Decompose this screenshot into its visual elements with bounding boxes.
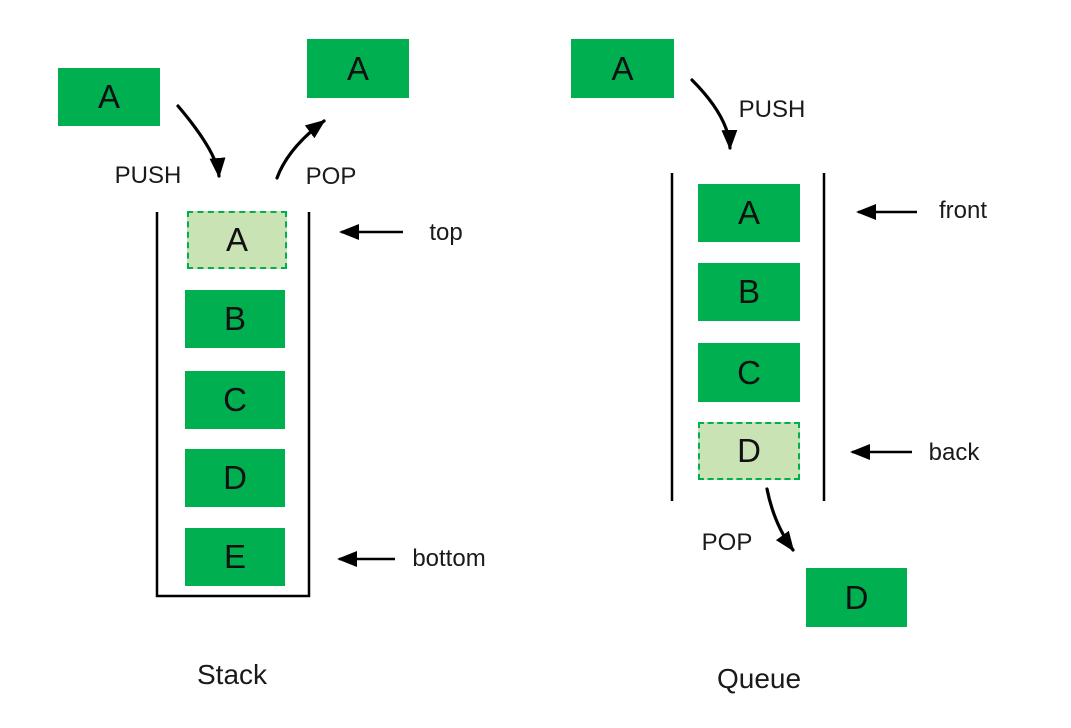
stack-item-box: B — [185, 290, 285, 348]
queue-push-label: PUSH — [738, 96, 806, 123]
stack-item-box-top: A — [187, 211, 287, 269]
queue-incoming-box: A — [571, 39, 674, 98]
queue-push-arrow — [690, 78, 738, 150]
queue-back-pointer-label: back — [928, 439, 980, 466]
stack-top-pointer-label: top — [429, 219, 463, 246]
queue-item-box: A — [698, 184, 800, 242]
stack-pop-arrow — [275, 119, 326, 180]
stack-item-box: D — [185, 449, 285, 507]
stack-item-box: C — [185, 371, 285, 429]
stack-pop-label: POP — [305, 163, 357, 190]
stack-bottom-pointer-label: bottom — [412, 545, 486, 572]
queue-pop-label: POP — [701, 529, 753, 556]
stack-push-label: PUSH — [114, 162, 182, 189]
queue-caption: Queue — [716, 663, 802, 694]
queue-popped-box: D — [806, 568, 907, 627]
stack-item-box: E — [185, 528, 285, 586]
stack-container-outline — [155, 212, 311, 598]
stack-popped-box: A — [307, 39, 409, 98]
stack-incoming-box: A — [58, 68, 160, 126]
queue-item-box-back: D — [698, 422, 800, 480]
queue-pop-arrow — [765, 487, 795, 552]
queue-item-box: C — [698, 343, 800, 402]
stack-push-arrow — [176, 104, 226, 178]
queue-front-pointer-label: front — [938, 197, 988, 224]
stack-caption: Stack — [196, 659, 268, 690]
queue-item-box: B — [698, 263, 800, 321]
